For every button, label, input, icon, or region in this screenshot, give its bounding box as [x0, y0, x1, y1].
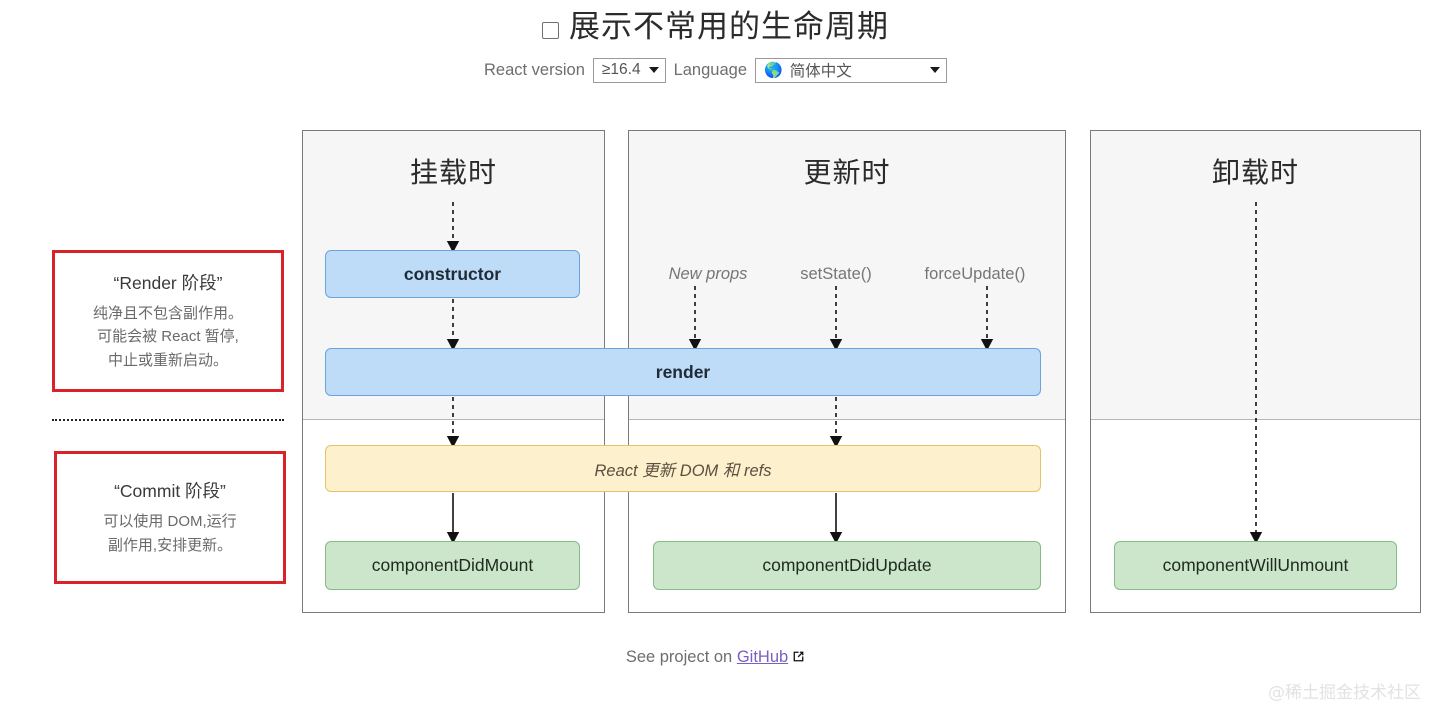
- external-link-icon: [792, 649, 805, 668]
- render-phase-note-body: 纯净且不包含副作用。 可能会被 React 暂停, 中止或重新启动。: [63, 302, 273, 372]
- column-title-mounting: 挂载时: [409, 157, 497, 188]
- note-line: 纯净且不包含副作用。: [92, 305, 243, 323]
- language-label: Language: [673, 60, 747, 79]
- note-line: 中止或重新启动。: [107, 351, 228, 369]
- lifecycle-box-render[interactable]: render: [325, 348, 1041, 396]
- watermark: @稀土掘金技术社区: [1268, 683, 1421, 703]
- react-version-select[interactable]: ≥16.4: [592, 57, 666, 83]
- github-link[interactable]: GitHub: [736, 648, 789, 666]
- lifecycle-box-react-updates-dom-refs: React 更新 DOM 和 refs: [325, 445, 1041, 492]
- show-less-common-lifecycles-checkbox[interactable]: [542, 21, 559, 39]
- language-value: 简体中文: [789, 63, 852, 81]
- commit-phase-note: “Commit 阶段” 可以使用 DOM,运行 副作用,安排更新。: [54, 451, 286, 584]
- trigger-new-props: New props: [668, 265, 748, 283]
- footer-text: See project on: [625, 648, 733, 666]
- lifecycle-box-component-did-update[interactable]: componentDidUpdate: [653, 541, 1041, 590]
- footer: See project on GitHub: [0, 648, 1431, 668]
- title-row: 展示不常用的生命周期: [0, 0, 1431, 47]
- lifecycle-box-constructor[interactable]: constructor: [325, 250, 580, 298]
- lifecycle-box-component-will-unmount[interactable]: componentWillUnmount: [1114, 541, 1397, 590]
- note-line: 可以使用 DOM,运行: [103, 513, 237, 531]
- globe-icon: 🌎: [764, 61, 783, 79]
- column-title-unmounting: 卸载时: [1211, 157, 1299, 188]
- render-phase-note: “Render 阶段” 纯净且不包含副作用。 可能会被 React 暂停, 中止…: [52, 250, 284, 392]
- commit-phase-note-body: 可以使用 DOM,运行 副作用,安排更新。: [65, 510, 275, 557]
- page-title: 展示不常用的生命周期: [569, 9, 889, 44]
- language-select[interactable]: 🌎 简体中文: [755, 57, 947, 83]
- commit-phase-note-title: “Commit 阶段”: [114, 481, 226, 502]
- controls-row: React version ≥16.4 Language 🌎 简体中文: [0, 57, 1431, 83]
- chevron-down-icon: [930, 67, 940, 74]
- column-title-updating: 更新时: [803, 157, 891, 188]
- phase-note-divider: [52, 419, 284, 421]
- trigger-set-state: setState(): [800, 265, 872, 283]
- page-header: 展示不常用的生命周期 React version ≥16.4 Language …: [0, 0, 1431, 83]
- chevron-down-icon: [648, 67, 659, 74]
- note-line: 副作用,安排更新。: [107, 536, 233, 554]
- lifecycle-box-component-did-mount[interactable]: componentDidMount: [325, 541, 580, 590]
- react-version-label: React version: [484, 60, 585, 79]
- note-line: 可能会被 React 暂停,: [97, 328, 239, 346]
- react-version-value: ≥16.4: [601, 61, 641, 79]
- render-phase-note-title: “Render 阶段”: [113, 273, 223, 294]
- trigger-force-update: forceUpdate(): [924, 265, 1026, 283]
- language-value-wrap: 🌎 简体中文: [764, 59, 852, 81]
